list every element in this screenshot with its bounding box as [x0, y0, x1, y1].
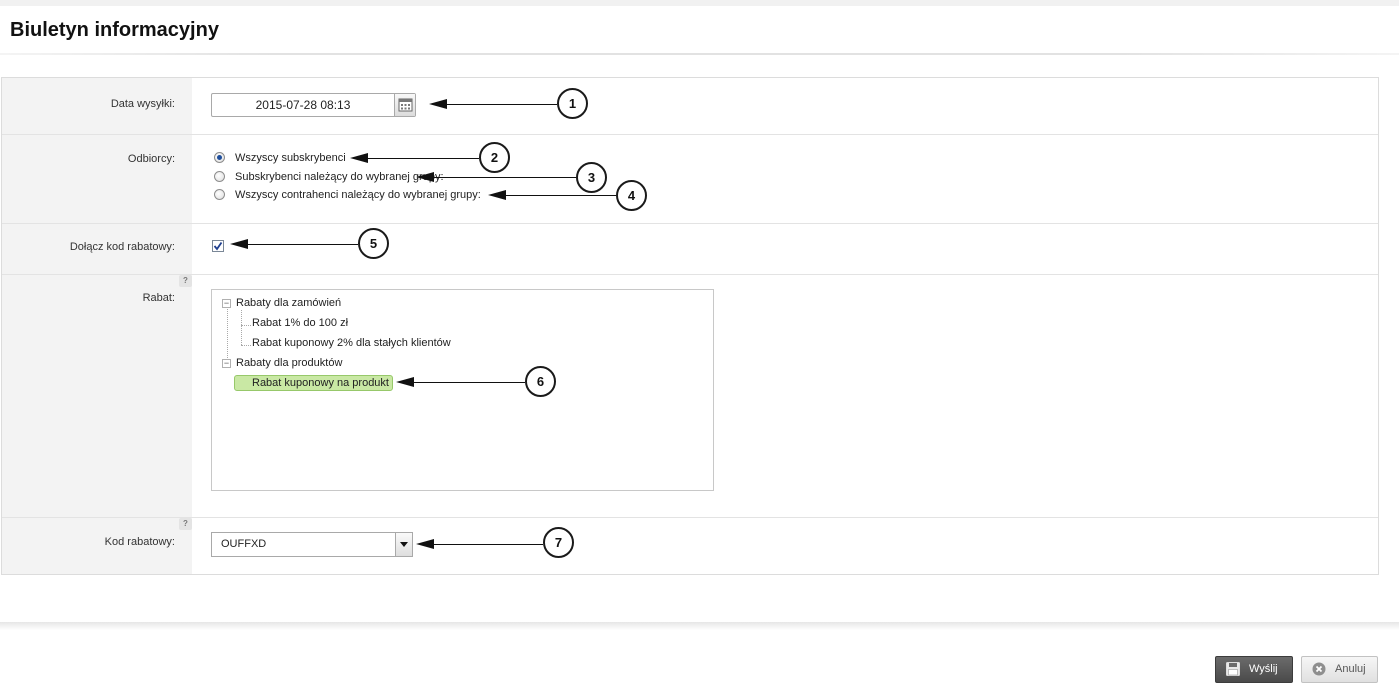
- callout-3: 3: [576, 162, 607, 193]
- row-divider: [2, 274, 1378, 275]
- cancel-button-label[interactable]: Anuluj: [1335, 663, 1366, 675]
- row-divider: [2, 517, 1378, 518]
- arrow-line: [367, 158, 479, 159]
- calendar-icon: [398, 98, 413, 112]
- arrow-icon: [350, 153, 368, 163]
- discount-label: Rabat:: [142, 292, 175, 304]
- callout-6: 6: [525, 366, 556, 397]
- discount-code-value[interactable]: OUFFXD: [221, 538, 267, 550]
- tree-node-discount-2pct-coupon[interactable]: Rabat kuponowy 2% dla stałych klientów: [252, 337, 451, 349]
- recipients-label: Odbiorcy:: [127, 153, 175, 165]
- arrow-icon: [230, 239, 248, 249]
- page-title: Biuletyn informacyjny: [10, 19, 219, 41]
- footer-divider: [0, 622, 1399, 630]
- tree-node-discount-1pct[interactable]: Rabat 1% do 100 zł: [252, 317, 349, 329]
- callout-5: 5: [358, 228, 389, 259]
- radio-all-subscribers-label[interactable]: Wszyscy subskrybenci: [235, 152, 346, 164]
- label-column: [2, 78, 192, 574]
- radio-group-subscribers-label[interactable]: Subskrybenci należący do wybranej grupy:: [235, 171, 444, 183]
- tree-collapse-toggle[interactable]: −: [222, 298, 231, 308]
- tree-collapse-toggle[interactable]: −: [222, 358, 231, 368]
- cancel-button[interactable]: Anuluj: [1301, 656, 1378, 683]
- tree-line: [227, 304, 228, 364]
- send-button[interactable]: Wyślij: [1215, 656, 1293, 683]
- arrow-icon: [416, 172, 434, 182]
- cancel-circle-icon: [1312, 662, 1326, 676]
- radio-all-subscribers[interactable]: [214, 152, 225, 163]
- discount-code-help-icon[interactable]: ?: [179, 518, 192, 530]
- tree-node-product-discounts[interactable]: Rabaty dla produktów: [236, 357, 343, 369]
- radio-group-subscribers[interactable]: [214, 171, 225, 182]
- row-divider: [2, 223, 1378, 224]
- arrow-icon: [488, 190, 506, 200]
- newsletter-form: Data wysyłki: 2015-07-28 08:13 Odbiorcy:…: [1, 77, 1379, 575]
- send-date-label: Data wysyłki:: [110, 98, 175, 110]
- discount-code-select[interactable]: OUFFXD: [211, 532, 413, 557]
- discount-help-icon[interactable]: ?: [179, 275, 192, 287]
- attach-code-label: Dołącz kod rabatowy:: [69, 241, 175, 253]
- discount-code-label: Kod rabatowy:: [104, 536, 175, 548]
- send-date-input[interactable]: 2015-07-28 08:13: [211, 93, 416, 117]
- top-strip: [0, 0, 1399, 6]
- tree-node-order-discounts[interactable]: Rabaty dla zamówień: [236, 297, 342, 309]
- send-button-label[interactable]: Wyślij: [1249, 663, 1278, 675]
- discount-tree: − Rabaty dla zamówień Rabat 1% do 100 zł…: [211, 289, 714, 491]
- arrow-icon: [416, 539, 434, 549]
- chevron-down-icon[interactable]: [395, 533, 412, 556]
- callout-7: 7: [543, 527, 574, 558]
- arrow-line: [433, 544, 543, 545]
- calendar-button[interactable]: [394, 94, 415, 116]
- tree-line: [241, 310, 242, 345]
- arrow-line: [505, 195, 616, 196]
- callout-4: 4: [616, 180, 647, 211]
- arrow-line: [433, 177, 576, 178]
- attach-code-checkbox[interactable]: [212, 240, 224, 252]
- callout-2: 2: [479, 142, 510, 173]
- send-date-value[interactable]: 2015-07-28 08:13: [255, 98, 351, 112]
- arrow-icon: [429, 99, 447, 109]
- tree-node-product-coupon-selected[interactable]: Rabat kuponowy na produkt: [234, 375, 393, 391]
- arrow-line: [247, 244, 358, 245]
- tree-line: [241, 345, 251, 346]
- title-divider: [0, 53, 1399, 55]
- floppy-disk-icon: [1226, 662, 1240, 676]
- arrow-line: [446, 104, 557, 105]
- arrow-line: [413, 382, 525, 383]
- radio-group-contractors[interactable]: [214, 189, 225, 200]
- row-divider: [2, 134, 1378, 135]
- arrow-icon: [396, 377, 414, 387]
- callout-1: 1: [557, 88, 588, 119]
- tree-line: [241, 325, 251, 326]
- radio-group-contractors-label[interactable]: Wszyscy contrahenci należący do wybranej…: [235, 189, 481, 201]
- checkmark-icon: [213, 241, 223, 251]
